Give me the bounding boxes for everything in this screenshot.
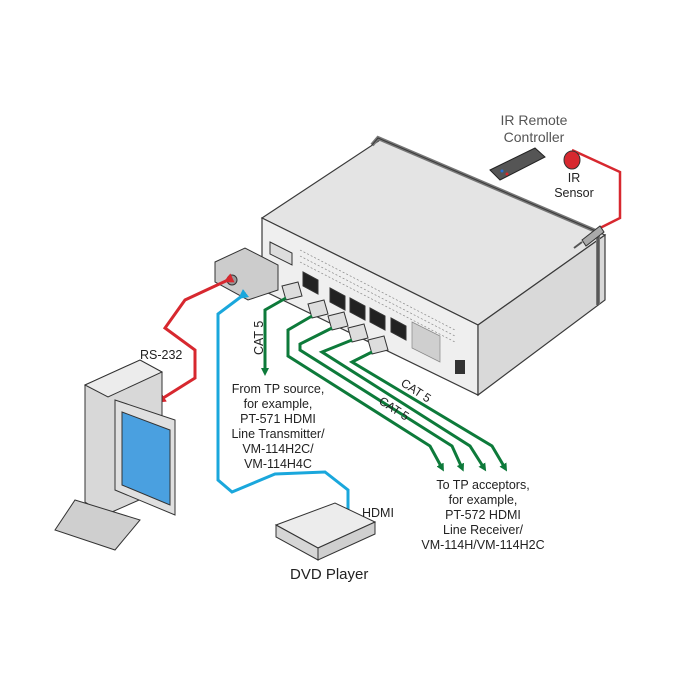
dvd-player: [274, 502, 377, 561]
tp-source-line: Line Transmitter/: [231, 427, 325, 441]
tp-acceptors-line: for example,: [448, 493, 518, 507]
tp-acceptors-line: PT-572 HDMI: [445, 508, 521, 522]
power-port[interactable]: [455, 360, 465, 374]
tp-acceptors-label: To TP acceptors, for example, PT-572 HDM…: [408, 478, 558, 553]
pc-computer: [54, 359, 176, 551]
cat5-output-cable-3: [318, 338, 487, 472]
dvd-player-label: DVD Player: [290, 566, 369, 583]
cat5-input-label: CAT 5: [252, 321, 266, 355]
ir-sensor-label-line: Sensor: [554, 186, 594, 200]
ir-remote-label: IR Remote Controller: [480, 112, 588, 146]
ir-jack: [573, 225, 605, 249]
tp-source-line: for example,: [243, 397, 313, 411]
cat5-output-cable-1: [286, 314, 444, 472]
rs232-label: RS-232: [140, 348, 183, 362]
vent-holes: [299, 249, 456, 343]
ir-remote-label-line: Controller: [503, 129, 565, 145]
tp-source-line: VM-114H4C: [244, 457, 312, 471]
tp-source-label: From TP source, for example, PT-571 HDMI…: [218, 382, 338, 472]
ir-sensor-label: IR Sensor: [548, 171, 600, 201]
ir-sensor: [563, 150, 581, 170]
ir-cable: [571, 148, 622, 230]
rs232-port[interactable]: [269, 241, 293, 266]
tp-source-line: From TP source,: [231, 382, 325, 396]
port-out-4[interactable]: [390, 317, 407, 341]
port-out-3[interactable]: [369, 307, 386, 331]
cat5-input-cable: [261, 296, 287, 376]
ir-sensor-label-line: IR: [567, 171, 581, 185]
cat5-plugs: [281, 281, 389, 355]
tp-acceptors-line: To TP acceptors,: [436, 478, 530, 492]
hdmi-label: HDMI: [362, 506, 394, 520]
ir-remote-label-line: IR Remote: [500, 112, 568, 128]
ir-remote: [489, 147, 546, 181]
port-tp-in[interactable]: [302, 271, 319, 295]
tp-source-line: VM-114H2C/: [242, 442, 314, 456]
vent-grille: [411, 321, 441, 363]
tp-acceptors-line: VM-114H/VM-114H2C: [421, 538, 545, 552]
cat5-output-cable-2: [298, 326, 464, 472]
tp-acceptors-line: Line Receiver/: [443, 523, 523, 537]
tp-source-line: PT-571 HDMI: [240, 412, 316, 426]
rs232-cable: [155, 273, 235, 403]
main-unit: [260, 135, 607, 397]
cat5-output-cable-4: [348, 350, 508, 472]
port-out-2[interactable]: [349, 297, 366, 321]
hdmi-cable: [216, 289, 350, 512]
port-out-1[interactable]: [329, 287, 346, 311]
